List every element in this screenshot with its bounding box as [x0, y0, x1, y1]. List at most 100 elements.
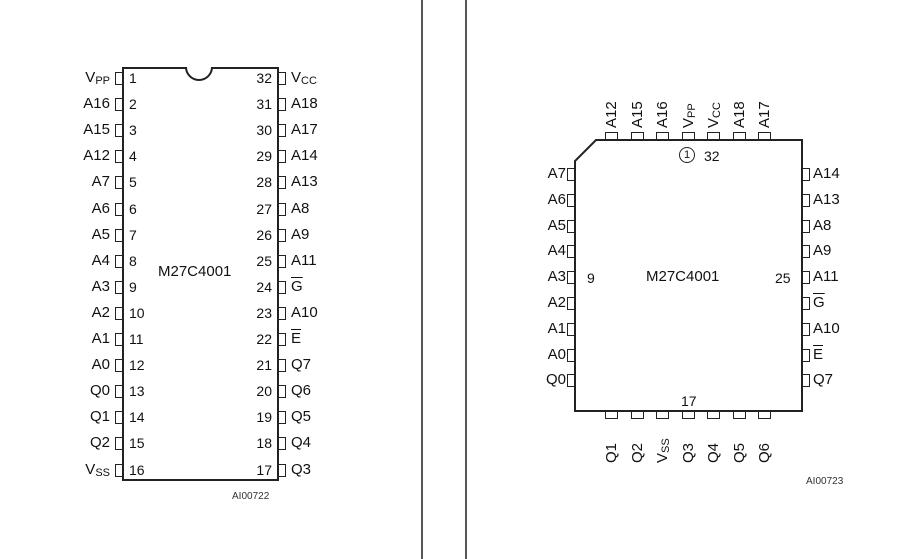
dip-pin-lead-right	[278, 228, 286, 242]
dip-pin-lead-right	[278, 254, 286, 268]
dip-pin-lead-left	[115, 385, 123, 399]
plcc-pin-lead-top	[656, 132, 669, 140]
dip-pin-number-right: 32	[256, 70, 272, 86]
dip-notch	[185, 66, 213, 81]
dip-pin-lead-left	[115, 411, 123, 425]
dip-chip-body	[122, 67, 279, 481]
dip-pin-lead-right	[278, 333, 286, 346]
dip-pin-number-left: 2	[129, 96, 137, 113]
plcc-pin-lead-bottom	[707, 411, 720, 419]
dip-pin-name-right: A10	[291, 303, 318, 321]
dip-pin-number-left: 8	[129, 252, 137, 269]
dip-pin-number-right: 18	[256, 435, 272, 452]
dip-pin-name-right: E	[291, 330, 302, 347]
dip-pin-number-left: 5	[129, 174, 137, 191]
plcc-pin-lead-top	[681, 132, 695, 140]
dip-pin-name-left: A15	[83, 121, 110, 139]
dip-pin-name-right: Q5	[291, 408, 312, 426]
dip-pin-lead-left	[115, 124, 123, 138]
plcc-pin-lead-left	[567, 322, 575, 336]
dip-pin-name-left: VPP	[85, 69, 110, 88]
plcc-pin-lead-bottom	[630, 411, 644, 419]
plcc-pin-name-top: VPP	[679, 103, 698, 128]
plcc-pin-name-left: A2	[547, 294, 566, 311]
dip-pin-number-left: 11	[129, 331, 144, 347]
dip-pin-name-right: A17	[291, 121, 318, 139]
dip-pin-number-left: 6	[129, 200, 137, 217]
dip-pin-number-right: 27	[256, 200, 272, 217]
plcc-part-name: M27C4001	[646, 268, 720, 285]
dip-pin-name-right: Q7	[291, 356, 312, 374]
plcc-pin-name-right: Q7	[813, 371, 834, 389]
plcc-pin-name-bottom: Q6	[756, 442, 773, 463]
plcc-pin-lead-right	[802, 374, 810, 388]
dip-pin-number-right: 29	[256, 148, 272, 165]
plcc-pin-name-bottom: VSS	[654, 438, 672, 463]
plcc-bottom-pin-number: 17	[681, 393, 697, 409]
plcc-pin-name-left: A6	[547, 190, 566, 208]
dip-pin-lead-left	[115, 254, 123, 268]
dip-pin-name-right: A8	[291, 199, 310, 217]
dip-pin-number-left: 13	[129, 383, 145, 400]
plcc-pin-lead-left	[567, 374, 575, 388]
plcc-pin-lead-right	[802, 168, 810, 181]
plcc-pin-name-top: A12	[603, 101, 620, 128]
plcc-pin-name-left: Q0	[545, 371, 566, 389]
dip-pin-number-left: 16	[129, 461, 145, 478]
plcc-pin-lead-top	[732, 132, 746, 140]
plcc-pin-lead-top	[605, 132, 618, 140]
dip-pin-number-left: 1	[129, 70, 137, 86]
dip-pin-number-right: 20	[256, 383, 272, 400]
plcc-pin-lead-right	[802, 193, 810, 207]
dip-pin-number-right: 19	[256, 409, 272, 426]
plcc-pin-name-right: G	[813, 294, 825, 311]
plcc-pin-lead-right	[802, 219, 810, 233]
dip-pin-name-right: G	[291, 277, 303, 295]
dip-pin-number-left: 14	[129, 409, 145, 426]
plcc-pin-lead-left	[567, 245, 575, 259]
dip-pin-lead-left	[115, 333, 123, 346]
plcc-pin-name-left: A7	[547, 165, 566, 182]
dip-pin-name-right: Q3	[291, 460, 312, 478]
plcc-left-pin-number: 9	[587, 270, 595, 286]
plcc-pin-lead-left	[567, 297, 575, 310]
dip-pin-lead-right	[278, 437, 286, 451]
dip-pin-name-right: Q6	[291, 382, 312, 400]
plcc-pin-name-top: A15	[628, 101, 646, 128]
dip-pin-lead-left	[115, 98, 123, 112]
dip-pin-name-left: A16	[83, 95, 110, 113]
dip-pin-number-left: 15	[129, 435, 145, 452]
dip-pin-lead-right	[278, 72, 286, 85]
dip-pin-name-left: A3	[91, 277, 110, 295]
dip-pin-lead-right	[278, 280, 286, 294]
plcc-pin-name-bottom: Q1	[603, 442, 620, 463]
dip-pin-name-right: Q4	[291, 434, 312, 452]
panel-divider-left	[421, 0, 423, 559]
plcc-reference-code: AI00723	[806, 476, 844, 487]
plcc-pin-lead-right	[802, 297, 810, 310]
plcc-pin-lead-bottom	[605, 411, 618, 419]
plcc-pin-lead-right	[802, 245, 810, 259]
dip-pin-number-right: 28	[256, 174, 272, 191]
dip-pin-number-right: 17	[256, 461, 272, 478]
dip-pin-lead-left	[115, 359, 123, 373]
dip-pin-name-right: A14	[291, 147, 318, 165]
dip-pin-name-left: A7	[91, 173, 110, 191]
plcc-pin-name-top: A16	[654, 101, 671, 128]
dip-pin-name-left: Q2	[89, 434, 110, 452]
plcc-pin-name-left: A4	[547, 242, 566, 260]
dip-pin-lead-right	[278, 385, 286, 399]
dip-pin-number-left: 12	[129, 357, 145, 374]
dip-pin-name-left: Q0	[89, 382, 110, 400]
plcc-pin-name-top: VCC	[705, 102, 723, 128]
plcc-pin1-marker: 1	[679, 147, 695, 163]
plcc-pin-name-bottom: Q4	[705, 442, 722, 463]
dip-pin-lead-left	[115, 228, 123, 242]
plcc-pin-name-bottom: Q2	[628, 442, 646, 463]
plcc-pin-lead-left	[567, 271, 575, 285]
dip-pin-lead-left	[115, 72, 123, 85]
dip-pin-lead-left	[115, 150, 123, 164]
plcc-pin-name-top: A18	[730, 101, 748, 128]
dip-pin-number-right: 24	[256, 278, 272, 295]
plcc-pin-lead-left	[567, 168, 575, 181]
